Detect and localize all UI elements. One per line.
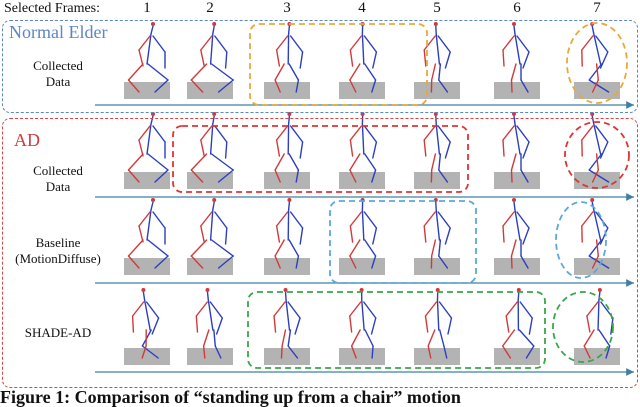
row-label-ad-collected: Collected Data: [4, 163, 112, 195]
figure-caption: Figure 1: Comparison of “standing up fro…: [0, 388, 640, 406]
row-label-line2: Data: [4, 179, 112, 195]
row-label-line2: Data: [4, 74, 112, 90]
row-label-baseline: Baseline (MotionDiffuse): [4, 235, 112, 267]
normal-elder-title: Normal Elder: [9, 22, 107, 43]
frame-number-1: 1: [137, 0, 157, 17]
frame-number-2: 2: [200, 0, 220, 17]
selected-frames-label: Selected Frames:: [4, 1, 100, 17]
row-label-line1: Baseline: [4, 235, 112, 251]
frame-number-4: 4: [352, 0, 372, 17]
ad-title: AD: [14, 130, 40, 151]
row-label-shade-ad: SHADE-AD: [4, 325, 112, 341]
frame-number-6: 6: [507, 0, 527, 17]
frame-number-3: 3: [277, 0, 297, 17]
row-label-line1: Collected: [4, 163, 112, 179]
row-label-normal-collected: Collected Data: [4, 58, 112, 90]
row-label-line1: Collected: [4, 58, 112, 74]
frame-number-7: 7: [587, 0, 607, 17]
frame-number-5: 5: [427, 0, 447, 17]
row-label-line2: (MotionDiffuse): [4, 251, 112, 267]
row-label-line1: SHADE-AD: [4, 325, 112, 341]
